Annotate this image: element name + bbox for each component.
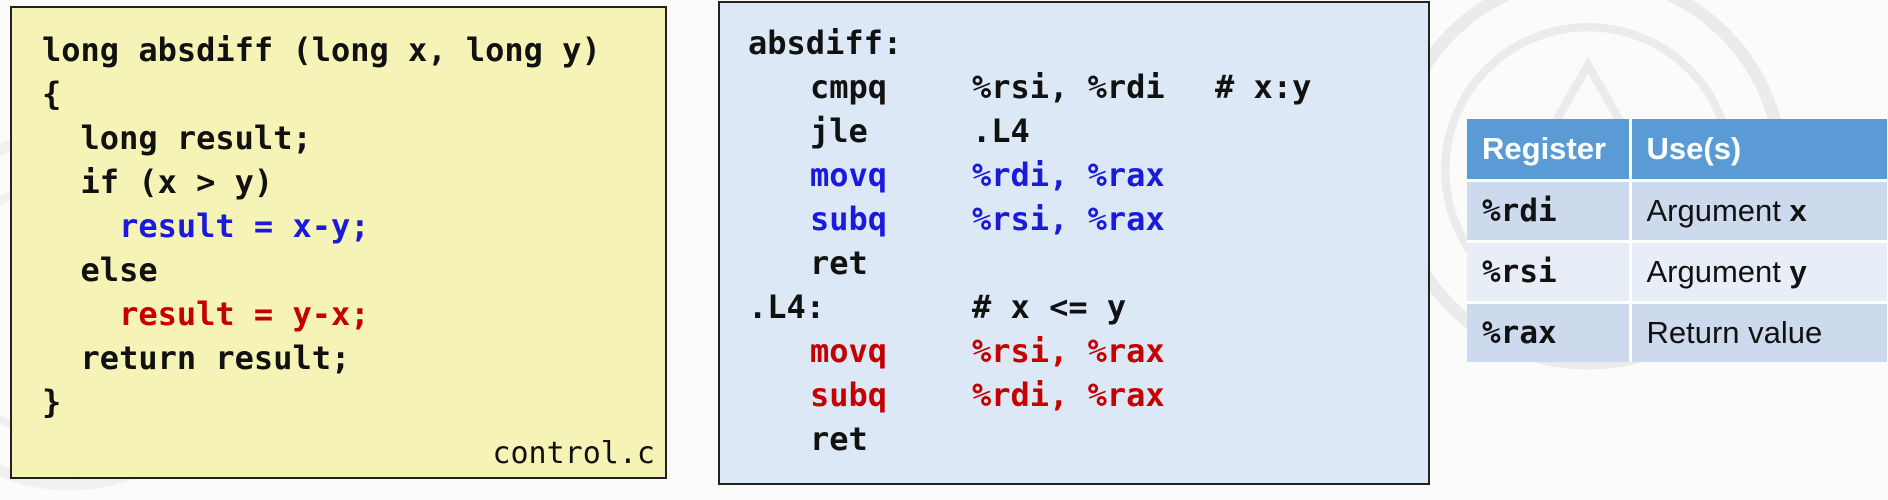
header-register: Register [1467, 119, 1632, 181]
use-arg: y [1789, 254, 1807, 289]
asm-comment-cmpq: # x:y [1215, 68, 1312, 106]
asm-args-movq-2: %rsi, %rax [972, 332, 1165, 370]
c-line-declaration: long result; [42, 119, 312, 157]
use-cell: Argument x [1630, 179, 1888, 242]
asm-op-subq-2: subq [810, 376, 888, 414]
c-line-close-brace: } [42, 383, 62, 421]
use-cell: Return value [1630, 301, 1888, 362]
asm-args-jle: .L4 [972, 112, 1030, 150]
c-filename: control.c [492, 436, 655, 471]
register-table: Register Use(s) %rdi Argument x %rsi Arg… [1467, 119, 1888, 362]
asm-args-movq-1: %rdi, %rax [972, 156, 1165, 194]
c-source-panel: long absdiff (long x, long y) { long res… [10, 6, 667, 479]
c-line-open-brace: { [42, 75, 62, 113]
asm-comment-l4: # x <= y [972, 288, 1127, 326]
c-line-else-branch: result = y-x; [42, 295, 370, 333]
c-line-then: result = x-y; [42, 207, 370, 245]
asm-op-ret-2: ret [810, 420, 868, 458]
register-cell: %rsi [1467, 240, 1632, 303]
use-cell: Argument y [1630, 240, 1888, 303]
asm-args-subq-2: %rdi, %rax [972, 376, 1165, 414]
register-cell: %rdi [1467, 179, 1632, 242]
asm-op-subq-1: subq [810, 200, 888, 238]
c-line-if: if (x > y) [42, 163, 274, 201]
c-line-signature: long absdiff (long x, long y) [42, 28, 601, 72]
table-row: %rdi Argument x [1467, 179, 1888, 242]
asm-op-jle: jle [810, 112, 868, 150]
table-row: %rsi Argument y [1467, 240, 1888, 303]
asm-op-cmpq: cmpq [810, 68, 888, 106]
header-uses: Use(s) [1630, 119, 1888, 181]
asm-label-l4: .L4: [748, 288, 826, 326]
use-text: Argument [1646, 254, 1790, 289]
asm-op-movq-2: movq [810, 332, 888, 370]
register-cell: %rax [1467, 301, 1632, 362]
asm-args-cmpq: %rsi, %rdi [972, 68, 1165, 106]
register-table-header: Register Use(s) [1467, 119, 1888, 181]
asm-op-movq-1: movq [810, 156, 888, 194]
c-signature-text: long absdiff (long x, long y) [42, 31, 601, 69]
assembly-panel: absdiff: cmpq %rsi, %rdi # x:y jle .L4 m… [718, 1, 1430, 485]
table-row: %rax Return value [1467, 301, 1888, 362]
asm-op-ret-1: ret [810, 244, 868, 282]
use-text: Return value [1646, 315, 1823, 350]
asm-args-subq-1: %rsi, %rax [972, 200, 1165, 238]
c-line-return: return result; [42, 339, 351, 377]
c-line-else: else [42, 251, 158, 289]
asm-label-absdiff: absdiff: [748, 24, 903, 62]
use-text: Argument [1646, 193, 1790, 228]
use-arg: x [1789, 193, 1807, 228]
